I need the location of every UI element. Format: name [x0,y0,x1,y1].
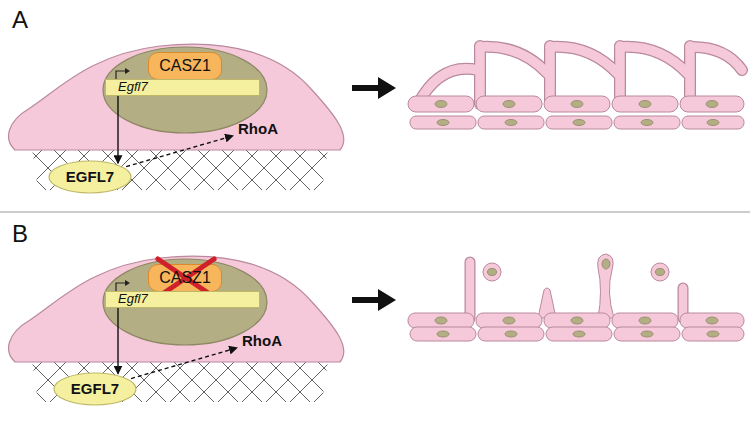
protein-label: RhoA [240,331,284,350]
vessel-b [408,313,744,341]
protein-label: RhoA [236,119,280,138]
node-text: Egfl7 [118,292,148,307]
transcription-factor: CASZ1 [148,264,222,292]
transcription-factor: CASZ1 [148,52,222,80]
dashed-activation-arrow [131,348,237,379]
sprouts-b [470,262,683,318]
expression-arrow [117,96,118,163]
nuclei-b [435,259,719,337]
protein-ellipse: EGFL7 [48,160,132,194]
cell-b [9,256,344,402]
panel-label: B [12,222,28,246]
broken-sprouts-b [483,254,669,318]
node-text: EGFL7 [66,168,114,185]
result-arrow [352,77,396,99]
gene-locus: Egfl7 [105,291,260,308]
panel-divider [0,212,750,213]
gene-locus: Egfl7 [105,79,260,96]
node-text: RhoA [238,120,278,137]
vessel-a [408,96,744,129]
node-text: RhoA [242,332,282,349]
node-text: CASZ1 [159,57,211,75]
node-text: EGFL7 [71,380,119,397]
expression-arrow [117,308,118,374]
node-text: Egfl7 [118,80,148,95]
nuclei-a [435,101,719,126]
panel-label: A [12,8,28,32]
result-arrow [352,289,396,311]
node-text: CASZ1 [159,269,211,287]
dashed-activation-arrow [126,136,233,167]
sprouts-a [418,46,742,104]
protein-ellipse: EGFL7 [53,372,137,406]
